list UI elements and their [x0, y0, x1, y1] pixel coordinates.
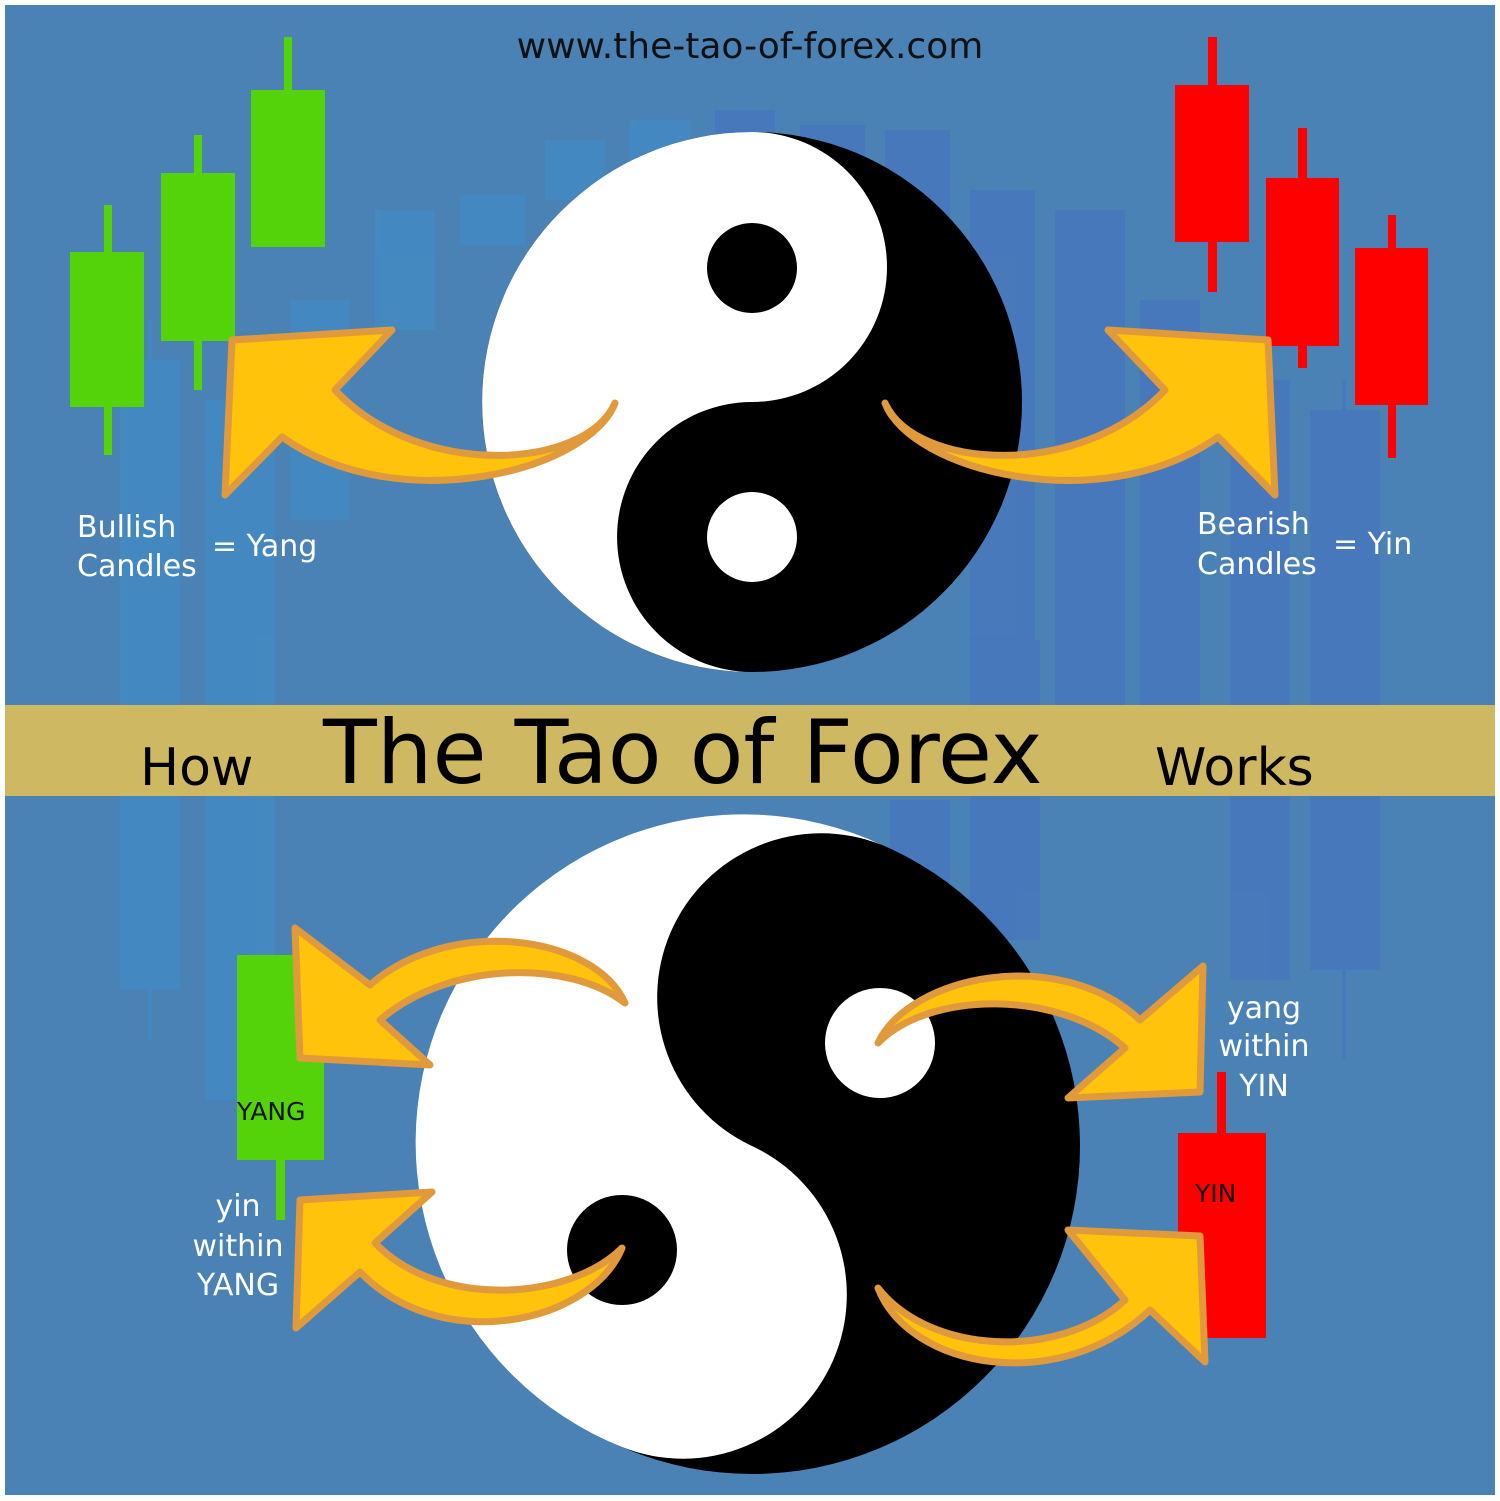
bearish-candles [1175, 37, 1428, 458]
bullish-candles [70, 37, 325, 455]
yin-within-yang-line3: YANG [196, 1268, 279, 1303]
yang-candle-label: YANG [236, 1097, 306, 1126]
yang-within-yin-line2: within [1219, 1029, 1310, 1064]
bullish-label-line2: Candles [77, 549, 197, 584]
yin-yang-top [482, 132, 1022, 672]
bearish-label-line1: Bearish [1197, 507, 1310, 542]
arrow-to-bullish [221, 326, 619, 499]
bullish-candle-body [251, 90, 325, 247]
arrow-to-bearish [881, 326, 1279, 499]
bullish-candle-body [161, 173, 235, 341]
banner-prefix: How [140, 738, 253, 798]
yang-within-yin-line1: yang [1227, 991, 1301, 1026]
bearish-label-line2: Candles [1197, 547, 1317, 582]
yang-dot [707, 492, 797, 582]
banner-title: The Tao of Forex [322, 701, 1043, 804]
bearish-equals-yin: = Yin [1333, 527, 1412, 562]
yin-within-yang-line1: yin [215, 1189, 260, 1224]
bearish-candle-body [1355, 248, 1428, 405]
bullish-candle-body [70, 252, 144, 407]
bullish-equals-yang: = Yang [212, 529, 317, 564]
arrow-to-yang-within-yin [874, 962, 1207, 1102]
bearish-candle-body [1266, 178, 1339, 346]
bullish-label-line1: Bullish [77, 510, 176, 545]
yin-dot [707, 223, 797, 313]
arrow-to-yin-candle [874, 1226, 1209, 1367]
banner-suffix: Works [1155, 738, 1314, 798]
yin-within-yang-line2: within [193, 1229, 284, 1264]
site-url: www.the-tao-of-forex.com [517, 26, 984, 67]
arrow-to-yang-candle [291, 924, 629, 1069]
title-banner [5, 705, 1495, 796]
bearish-candle-body [1175, 85, 1249, 242]
yin-yang-bottom [415, 814, 1080, 1474]
arrow-to-yin-within-yang [292, 1188, 626, 1332]
yin-candle-label: YIN [1194, 1179, 1236, 1208]
yang-within-yin-line3: YIN [1238, 1069, 1289, 1104]
